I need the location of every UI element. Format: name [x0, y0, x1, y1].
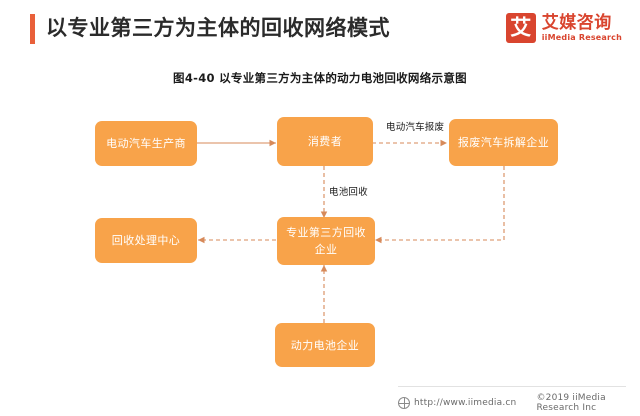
edge-label-ev-scrap: 电动汽车报废 [386, 122, 445, 133]
header-accent-bar [30, 14, 35, 44]
figure-caption: 图4-40 以专业第三方为主体的动力电池回收网络示意图 [173, 71, 467, 85]
node-ev-maker[interactable]: 电动汽车生产商 [95, 121, 197, 166]
node-battery-maker[interactable]: 动力电池企业 [275, 323, 375, 367]
footer-content: http://www.iimedia.cn ©2019 iiMedia Rese… [398, 393, 640, 413]
edge-label-battery-recycle: 电池回收 [329, 187, 368, 198]
diagram-connectors [197, 139, 505, 323]
footer-copyright: ©2019 iiMedia Research Inc [536, 393, 606, 413]
node-scrap-dismantle[interactable]: 报废汽车拆解企业 [449, 119, 558, 166]
flow-diagram: 电动汽车生产商 消费者 报废汽车拆解企业 回收处理中心 专业第三方回收 企业 动… [0, 95, 640, 375]
page-header: 以专业第三方为主体的回收网络模式 艾 艾媒咨询 iiMedia Research [0, 0, 640, 58]
footer-divider [398, 386, 626, 387]
node-recycle-center[interactable]: 回收处理中心 [95, 218, 197, 263]
footer-url[interactable]: http://www.iimedia.cn [414, 398, 517, 408]
logo-text: 艾媒咨询 iiMedia Research [542, 14, 622, 43]
logo-mark-char: 艾 [510, 15, 532, 40]
node-consumer[interactable]: 消费者 [277, 117, 373, 166]
logo-name-en: iiMedia Research [541, 32, 622, 42]
node-third-party[interactable]: 专业第三方回收 企业 [277, 217, 375, 265]
globe-icon [398, 397, 410, 409]
page-footer: http://www.iimedia.cn ©2019 iiMedia Rese… [0, 386, 640, 416]
node-third-party-line1: 专业第三方回收 [286, 226, 366, 239]
page-title: 以专业第三方为主体的回收网络模式 [46, 16, 390, 40]
node-third-party-line2: 企业 [314, 243, 338, 256]
logo-mark-icon: 艾 [505, 13, 536, 43]
brand-logo: 艾 艾媒咨询 iiMedia Research [505, 13, 622, 43]
edge-dismantle-thirdparty [375, 166, 505, 244]
logo-name-cn: 艾媒咨询 [541, 12, 612, 33]
